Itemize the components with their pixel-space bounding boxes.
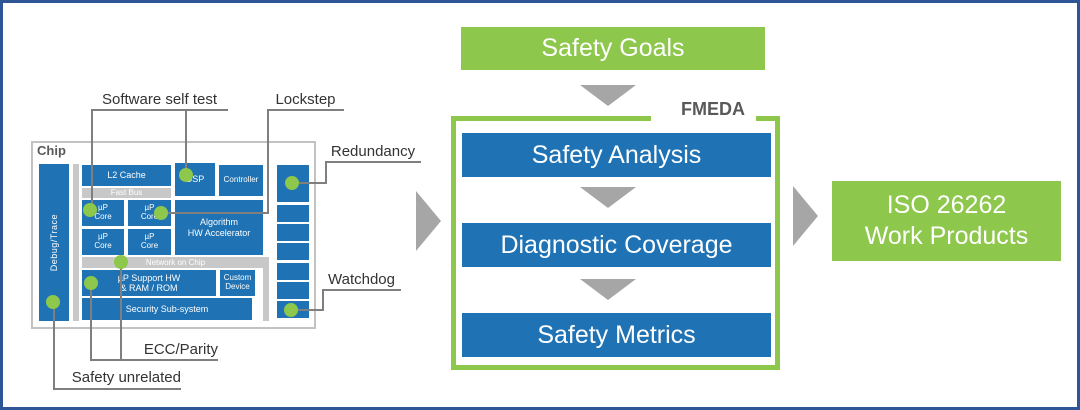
safety-dot [83,203,97,217]
callout-redundancy: Redundancy [330,143,416,160]
fast-bus-bar: Fast Bus [82,188,171,198]
safety-dot [114,255,128,269]
callout-software-self-test: Software self test [101,91,218,108]
algorithm-hw-accelerator-block: Algorithm HW Accelerator [175,200,263,255]
safety-dot [46,295,60,309]
leader-line [91,109,93,210]
callout-lockstep: Lockstep [275,91,336,108]
leader-line [90,284,92,361]
arrow-down-icon [580,85,636,106]
chip-label: Chip [37,143,66,158]
callout-watchdog: Watchdog [328,271,395,288]
safety-dot [179,168,193,182]
arrow-down-icon [580,279,636,300]
arrow-chip-to-fmeda-icon [416,191,441,251]
bus-strip-left [73,164,79,321]
peripheral-block [277,205,309,222]
network-on-chip-bar: Network on Chip [82,257,269,268]
arrow-down-icon [580,187,636,208]
iso-work-products-box: ISO 26262 Work Products [832,181,1061,261]
bus-strip-right [263,257,269,321]
l2-cache-block: L2 Cache [82,165,171,186]
fmeda-frame [451,116,780,370]
peripheral-block [277,224,309,241]
callout-ecc-parity: ECC/Parity [143,341,218,358]
debug-trace-block: Debug/Trace [39,164,69,321]
leader-line [53,388,181,390]
leader-line [91,109,228,111]
support-hw-block: µP Support HW & RAM / ROM [82,270,216,296]
up-core-block: µP Core [82,229,124,255]
safety-analysis-box: Safety Analysis [462,133,771,177]
leader-line [53,304,55,390]
safety-goals-box: Safety Goals [461,27,765,70]
custom-device-block: Custom Device [220,270,255,296]
safety-dot [284,303,298,317]
callout-safety-unrelated: Safety unrelated [71,369,181,386]
arrow-fmeda-to-iso-icon [793,186,818,246]
leader-line [292,182,327,184]
leader-line [185,109,187,173]
leader-line [267,109,269,214]
leader-line [322,289,324,311]
leader-line [267,109,344,111]
fmeda-label: FMEDA [681,99,745,119]
peripheral-block [277,263,309,280]
leader-line [325,161,327,184]
safety-dot [84,276,98,290]
up-core-block: µP Core [128,229,171,255]
leader-line [291,309,324,311]
debug-trace-label: Debug/Trace [48,213,59,272]
controller-block: Controller [219,165,263,196]
peripheral-block [277,282,309,299]
leader-line [325,161,421,163]
leader-line [120,264,122,361]
leader-line [161,212,269,214]
diagnostic-coverage-box: Diagnostic Coverage [462,223,771,267]
safety-dot [154,206,168,220]
safety-dot [285,176,299,190]
safety-metrics-box: Safety Metrics [462,313,771,357]
fmeda-frame-gap [651,114,756,124]
leader-line [90,359,218,361]
peripheral-block [277,243,309,260]
leader-line [322,289,401,291]
security-subsystem-block: Security Sub-system [82,298,252,320]
